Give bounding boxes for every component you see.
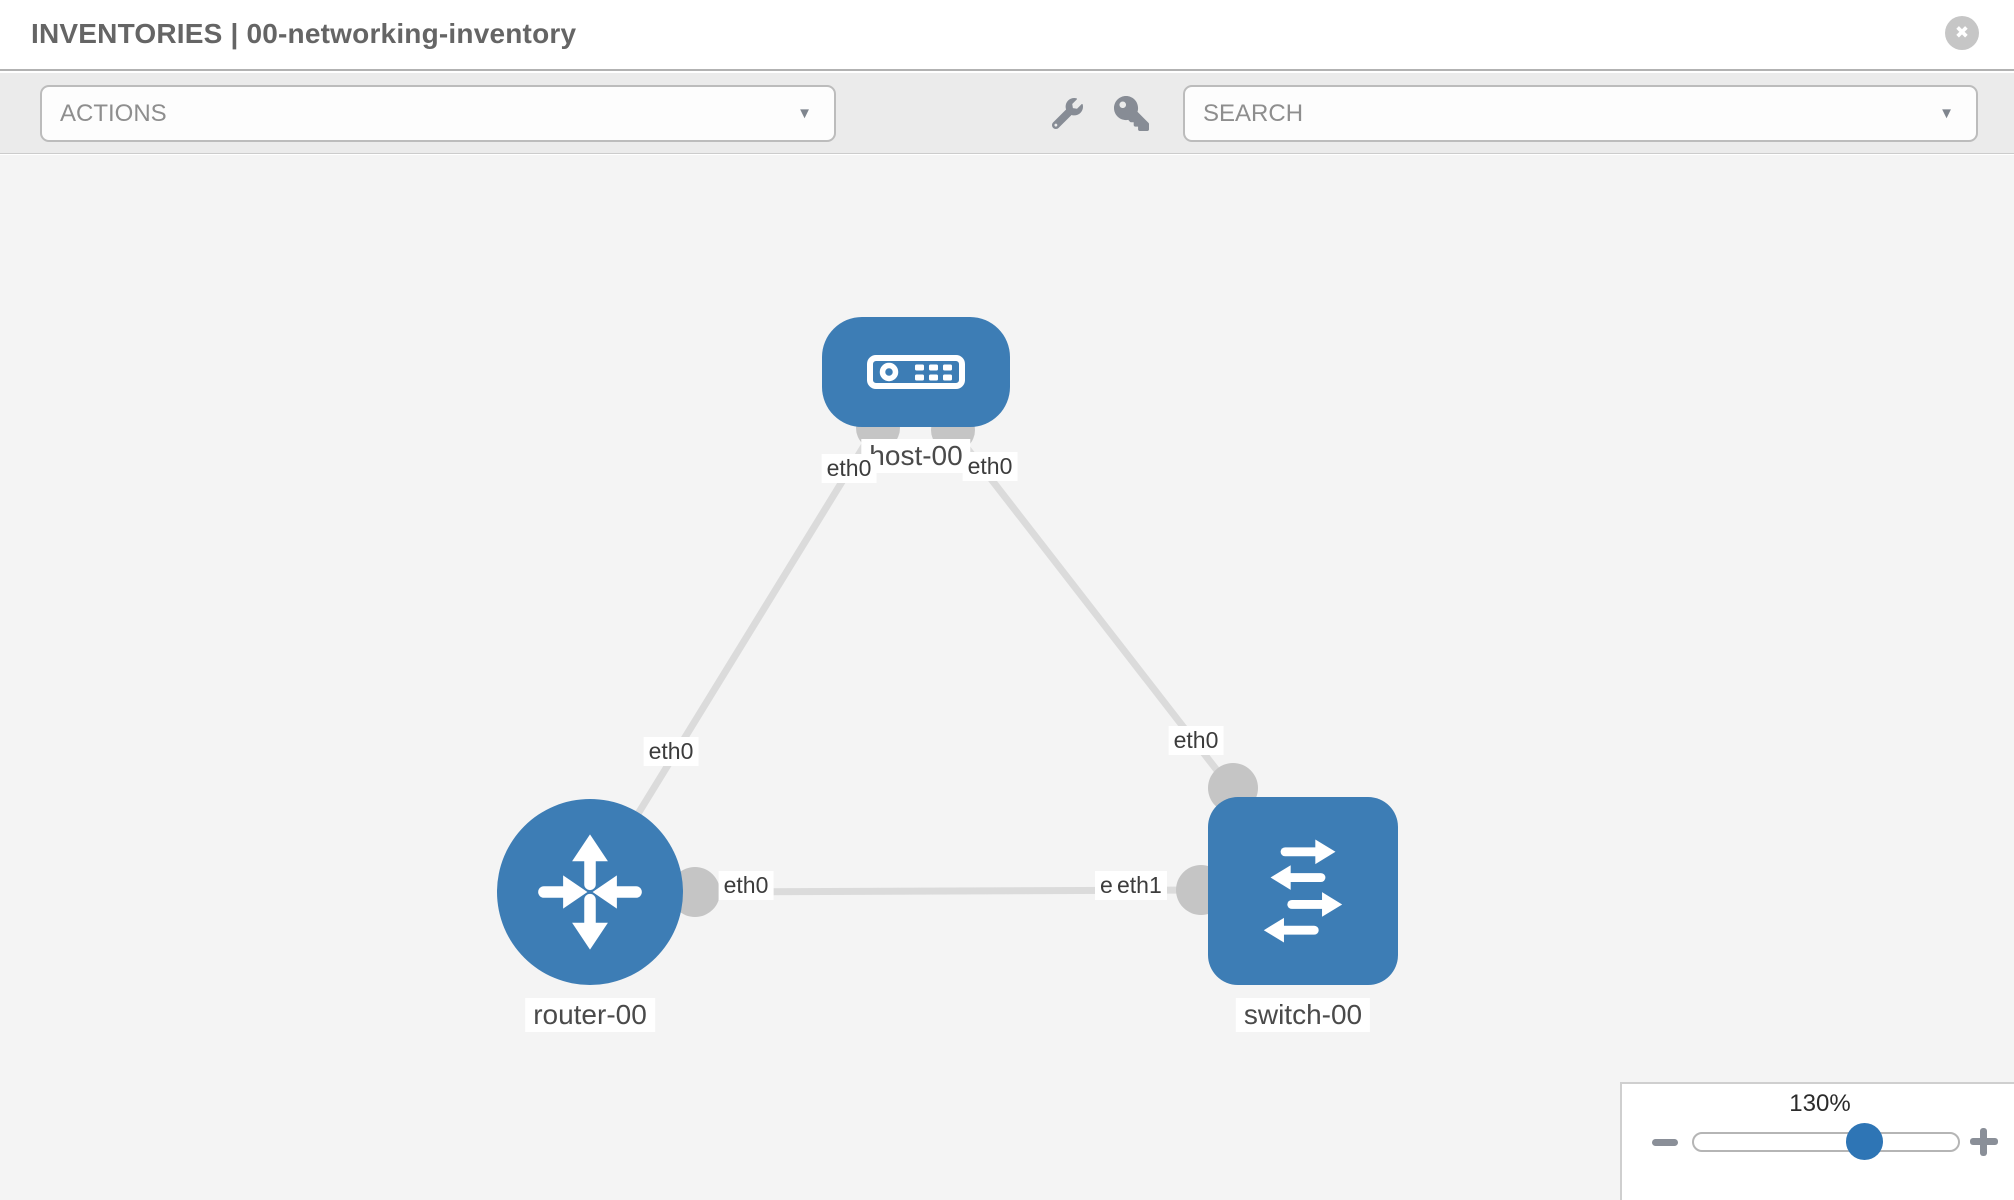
zoom-slider-thumb[interactable] bbox=[1846, 1123, 1883, 1160]
chevron-down-icon: ▼ bbox=[797, 105, 812, 122]
node-host-00[interactable] bbox=[822, 317, 1010, 427]
wrench-icon[interactable] bbox=[1052, 98, 1083, 129]
toolbar: ACTIONS ▼ SEARCH ▼ bbox=[0, 73, 2014, 154]
node-router-00[interactable] bbox=[497, 799, 683, 985]
port-label-link-eth0: eth0 bbox=[718, 871, 774, 900]
links-layer bbox=[587, 406, 1258, 917]
port-label-host-eth0-left: eth0 bbox=[821, 454, 877, 483]
host-icon bbox=[867, 355, 965, 389]
chevron-down-icon: ▼ bbox=[1939, 105, 1954, 122]
node-label-router: router-00 bbox=[525, 998, 655, 1032]
actions-dropdown[interactable]: ACTIONS ▼ bbox=[40, 85, 836, 142]
close-icon[interactable]: ✖ bbox=[1945, 16, 1979, 50]
search-dropdown[interactable]: SEARCH ▼ bbox=[1183, 85, 1978, 142]
header-bar: INVENTORIES | 00-networking-inventory ✖ bbox=[0, 0, 2014, 71]
actions-dropdown-label: ACTIONS bbox=[60, 100, 167, 127]
interface-dot bbox=[670, 867, 720, 917]
zoom-slider[interactable] bbox=[1692, 1132, 1960, 1152]
port-label-router-eth0: eth0 bbox=[643, 737, 699, 766]
node-switch-00[interactable] bbox=[1208, 797, 1398, 985]
port-label-link-eth1: eth1 bbox=[1112, 871, 1167, 900]
key-icon[interactable] bbox=[1114, 96, 1149, 131]
router-icon bbox=[538, 834, 642, 950]
node-label-host: host-00 bbox=[861, 439, 971, 473]
port-label-switch-eth0: eth0 bbox=[1168, 726, 1224, 755]
node-label-switch: switch-00 bbox=[1235, 998, 1371, 1032]
switch-icon bbox=[1263, 839, 1343, 943]
zoom-out-button[interactable] bbox=[1652, 1139, 1678, 1146]
page-title: INVENTORIES | 00-networking-inventory bbox=[31, 18, 577, 49]
zoom-panel: 130% bbox=[1620, 1082, 2014, 1200]
port-label-host-eth0-right: eth0 bbox=[962, 452, 1018, 481]
zoom-level: 130% bbox=[1789, 1090, 1851, 1117]
search-input[interactable]: SEARCH bbox=[1203, 100, 1304, 127]
topology-canvas[interactable]: host-00 router-00 switch-00 eth0 eth0 et… bbox=[0, 155, 2014, 1200]
zoom-in-button[interactable] bbox=[1970, 1128, 1998, 1156]
